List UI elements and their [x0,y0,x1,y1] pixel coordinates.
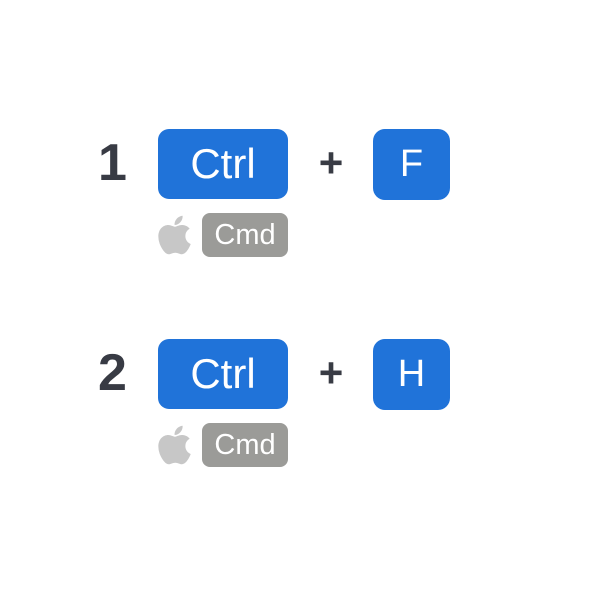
apple-icon [158,213,191,257]
cmd-key-label: Cmd [214,428,276,461]
apple-icon [158,423,191,467]
mac-alternative: Cmd [158,213,288,257]
letter-key-f: F [373,129,450,200]
step-number: 2 [98,344,127,402]
letter-key-label: H [397,353,426,395]
cmd-key: Cmd [202,423,288,467]
letter-key-h: H [373,339,450,410]
letter-key-label: F [399,143,424,185]
plus-separator: + [318,139,344,186]
ctrl-key-label: Ctrl [190,350,256,397]
plus-separator: + [318,349,344,396]
shortcut-row-1: 1 Ctrl + F Cmd [0,129,600,269]
cmd-key: Cmd [202,213,288,257]
mac-alternative: Cmd [158,423,288,467]
ctrl-key: Ctrl [158,129,288,199]
cmd-key-label: Cmd [214,218,276,251]
shortcut-row-2: 2 Ctrl + H Cmd [0,339,600,479]
step-number: 1 [98,134,127,192]
ctrl-key: Ctrl [158,339,288,409]
ctrl-key-label: Ctrl [190,140,256,187]
